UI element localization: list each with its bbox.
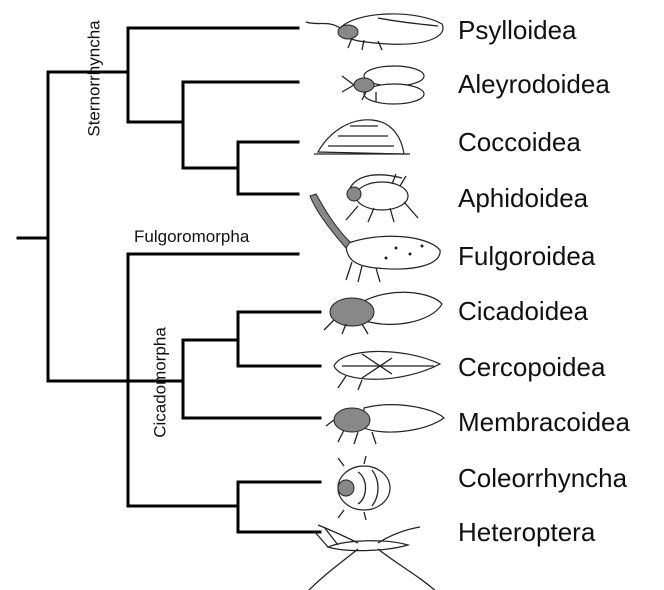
taxon-label-cicadoidea: Cicadoidea: [458, 298, 588, 324]
spittlebug-icon: [334, 351, 440, 390]
taxon-label-heteroptera: Heteroptera: [458, 519, 595, 545]
scale-insect-icon: [314, 120, 410, 154]
cicada-icon: [324, 292, 442, 334]
taxon-label-aleyrodoidea: Aleyrodoidea: [458, 71, 610, 97]
taxon-label-fulgoroidea: Fulgoroidea: [458, 243, 595, 269]
moss-bug-icon: [338, 456, 390, 520]
taxon-label-psylloidea: Psylloidea: [458, 17, 577, 43]
taxon-label-membracoidea: Membracoidea: [458, 409, 630, 435]
whitefly-icon: [342, 66, 424, 104]
taxon-label-aphidoidea: Aphidoidea: [458, 185, 588, 211]
psyllid-icon: [306, 14, 443, 50]
taxon-label-coccoidea: Coccoidea: [458, 129, 581, 155]
clade-label-cicadomorpha: Cicadomorpha: [152, 323, 169, 443]
taxon-label-cercopoidea: Cercopoidea: [458, 354, 605, 380]
aphid-icon: [346, 174, 418, 222]
true-bug-icon: [308, 525, 438, 590]
taxon-label-coleorrhyncha: Coleorrhyncha: [458, 465, 627, 491]
treehopper-icon: [326, 405, 444, 444]
clade-label-sternorrhyncha: Sternorrhyncha: [86, 19, 103, 139]
clade-label-fulgoromorpha: Fulgoromorpha: [134, 228, 249, 245]
tree-branches: [18, 28, 320, 532]
